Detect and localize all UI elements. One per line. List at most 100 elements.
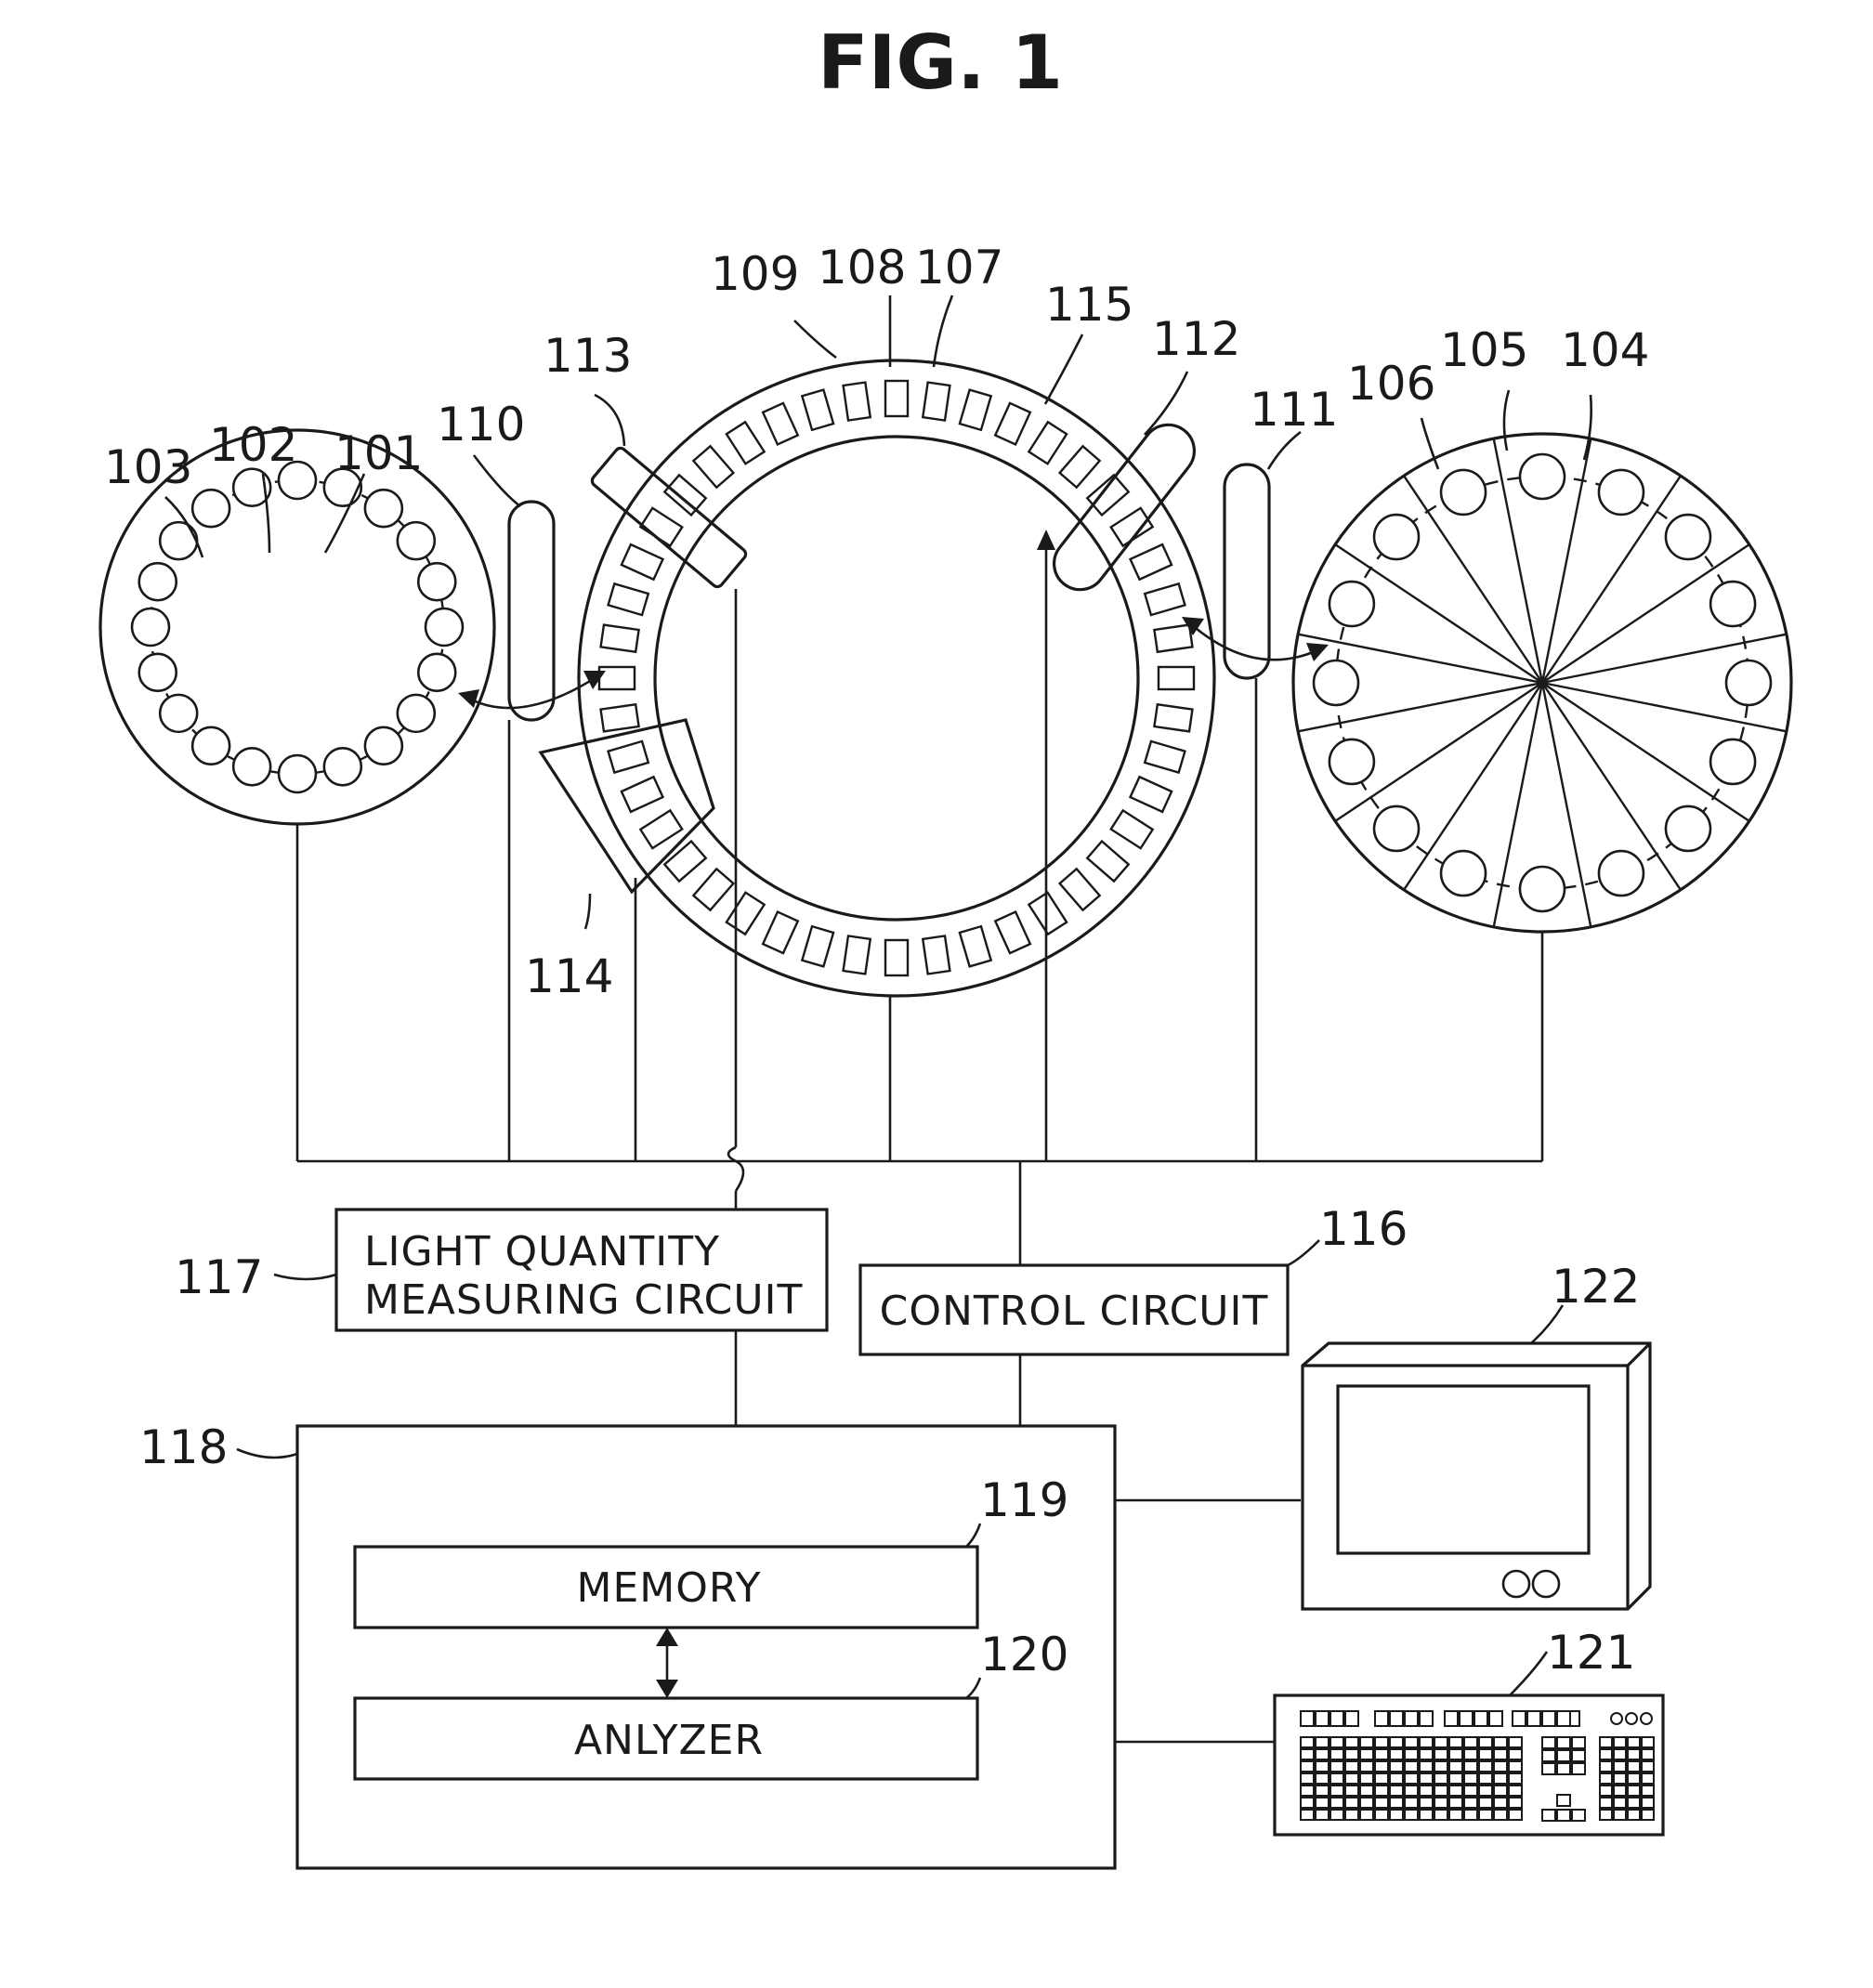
key bbox=[1614, 1810, 1626, 1820]
reaction-cell bbox=[727, 893, 765, 935]
reaction-cell bbox=[727, 422, 765, 464]
key bbox=[1449, 1761, 1462, 1772]
key bbox=[1360, 1737, 1373, 1747]
key bbox=[1542, 1711, 1579, 1726]
ref-101: 101 bbox=[334, 426, 423, 480]
sample-cup bbox=[398, 522, 435, 559]
key bbox=[1375, 1798, 1388, 1808]
key bbox=[1330, 1798, 1343, 1808]
key bbox=[1509, 1761, 1522, 1772]
key bbox=[1360, 1785, 1373, 1796]
sample-cup bbox=[418, 654, 455, 691]
key bbox=[1494, 1785, 1507, 1796]
ref-111: 111 bbox=[1250, 383, 1338, 437]
key bbox=[1345, 1773, 1358, 1784]
key bbox=[1460, 1711, 1473, 1726]
reaction-cell bbox=[1087, 475, 1128, 515]
key bbox=[1628, 1810, 1640, 1820]
key bbox=[1316, 1773, 1329, 1784]
reagent-bottle bbox=[1314, 660, 1358, 705]
key bbox=[1614, 1798, 1626, 1808]
key bbox=[1464, 1737, 1477, 1747]
key bbox=[1301, 1737, 1314, 1747]
key bbox=[1600, 1785, 1612, 1796]
key bbox=[1600, 1749, 1612, 1759]
key bbox=[1614, 1785, 1626, 1796]
key bbox=[1449, 1749, 1462, 1759]
reaction-cell bbox=[664, 475, 705, 515]
ref-115: 115 bbox=[1045, 278, 1133, 332]
reagent-bottle bbox=[1520, 454, 1565, 499]
ref-117: 117 bbox=[175, 1250, 263, 1304]
reaction-cell bbox=[622, 777, 663, 812]
ref-113: 113 bbox=[544, 329, 632, 383]
reaction-cell bbox=[802, 390, 833, 430]
ref-106: 106 bbox=[1347, 357, 1435, 411]
key bbox=[1614, 1773, 1626, 1784]
key bbox=[1405, 1773, 1418, 1784]
ref-121: 121 bbox=[1547, 1626, 1635, 1680]
key bbox=[1405, 1761, 1418, 1772]
sample-cup bbox=[139, 563, 177, 600]
key bbox=[1345, 1749, 1358, 1759]
key bbox=[1330, 1761, 1343, 1772]
key bbox=[1509, 1773, 1522, 1784]
sample-cup bbox=[192, 727, 229, 765]
key bbox=[1330, 1711, 1343, 1726]
key bbox=[1600, 1773, 1612, 1784]
ref-103: 103 bbox=[104, 440, 192, 494]
light-quantity-line1: LIGHT QUANTITY bbox=[364, 1228, 720, 1275]
key bbox=[1449, 1798, 1462, 1808]
key bbox=[1375, 1737, 1388, 1747]
sample-cup bbox=[233, 748, 270, 785]
key bbox=[1301, 1773, 1314, 1784]
reagent-bottle bbox=[1710, 582, 1755, 626]
key bbox=[1542, 1711, 1555, 1726]
reaction-cell bbox=[960, 926, 991, 966]
key bbox=[1390, 1810, 1403, 1820]
key bbox=[1557, 1795, 1570, 1806]
sample-cup bbox=[365, 727, 402, 765]
key bbox=[1642, 1737, 1654, 1747]
key bbox=[1330, 1737, 1343, 1747]
memory-analyzer-arrow-up bbox=[656, 1628, 678, 1646]
key bbox=[1301, 1810, 1314, 1820]
key bbox=[1375, 1711, 1388, 1726]
ref-107: 107 bbox=[915, 241, 1003, 294]
key bbox=[1449, 1773, 1462, 1784]
key bbox=[1330, 1773, 1343, 1784]
key bbox=[1375, 1773, 1388, 1784]
reaction-cell bbox=[1131, 544, 1172, 580]
key bbox=[1449, 1785, 1462, 1796]
key bbox=[1464, 1798, 1477, 1808]
key bbox=[1420, 1749, 1433, 1759]
key bbox=[1572, 1737, 1585, 1748]
key bbox=[1464, 1749, 1477, 1759]
sample-cup bbox=[398, 695, 435, 732]
reaction-cell bbox=[923, 383, 950, 421]
reagent-bottle bbox=[1710, 739, 1755, 784]
reagent-bottle bbox=[1441, 851, 1486, 896]
reaction-cell bbox=[1154, 704, 1192, 731]
indicator-light bbox=[1641, 1713, 1652, 1724]
key bbox=[1642, 1798, 1654, 1808]
key bbox=[1330, 1785, 1343, 1796]
key bbox=[1420, 1798, 1433, 1808]
control-circuit-label: CONTROL CIRCUIT bbox=[880, 1288, 1269, 1335]
sample-cup bbox=[139, 654, 177, 691]
ref-108: 108 bbox=[818, 241, 906, 294]
key bbox=[1513, 1711, 1526, 1726]
key bbox=[1390, 1737, 1403, 1747]
key bbox=[1360, 1798, 1373, 1808]
key bbox=[1449, 1810, 1462, 1820]
key bbox=[1375, 1761, 1388, 1772]
key bbox=[1600, 1737, 1612, 1747]
key bbox=[1445, 1711, 1458, 1726]
key bbox=[1628, 1761, 1640, 1772]
key bbox=[1557, 1810, 1570, 1821]
reaction-cell bbox=[885, 940, 908, 975]
reagent-bottle bbox=[1329, 582, 1374, 626]
reaction-cell bbox=[664, 842, 705, 882]
ref-112: 112 bbox=[1152, 312, 1240, 366]
key bbox=[1434, 1749, 1447, 1759]
